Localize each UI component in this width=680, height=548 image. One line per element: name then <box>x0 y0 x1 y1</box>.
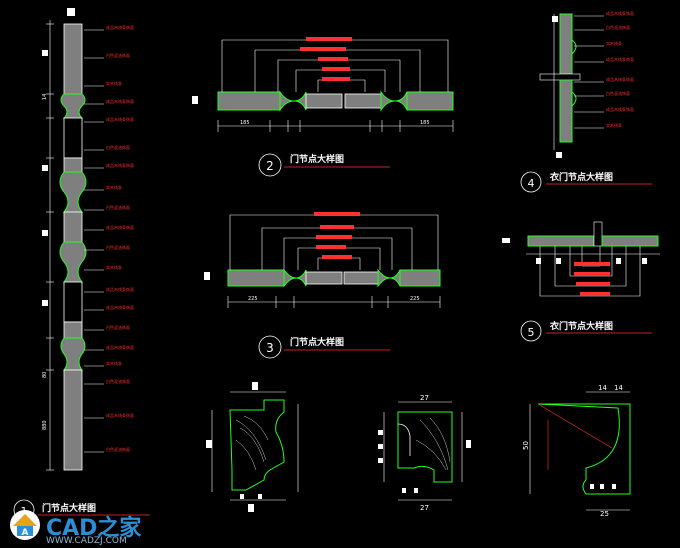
leader-label: 成品木线条饰面 <box>106 412 134 418</box>
detail-1-molding-4 <box>60 337 86 371</box>
detail-2-dim-right: 185 <box>420 120 430 126</box>
detail-3-number: 3 <box>266 341 274 355</box>
watermark-url: WWW.CADZJ.COM <box>46 536 127 546</box>
leader-label: 实木线条 <box>606 122 622 128</box>
detail-1-panel-bottom <box>63 369 83 471</box>
detail-3-section: 225 225 3 门节点大样图 <box>204 212 441 359</box>
leader-label: 成品木线条饰面 <box>106 98 134 104</box>
watermark: A CAD之家 WWW.CADZJ.COM <box>6 506 156 546</box>
leader-label: 成品木线条饰面 <box>106 224 134 230</box>
detail-1-title: 门节点大样图 <box>42 502 96 514</box>
detail-1-dim-mid: 80 <box>42 372 48 378</box>
leader-label: 成品木线条饰面 <box>106 116 134 122</box>
leader-label: 成品木线条饰面 <box>606 10 634 16</box>
profile-b-dim-top: 27 <box>420 394 429 402</box>
leader-label: 白色混油饰面 <box>106 324 130 330</box>
detail-4-leaders: 成品木线条饰面白色混油饰面实木线条成品木线条饰面成品木线条饰面白色混油饰面成品木… <box>574 10 634 129</box>
detail-1-panel-3 <box>63 157 83 173</box>
detail-1-dim-tall: 880 <box>42 420 48 430</box>
detail-3-number-circle <box>258 335 282 359</box>
leader-label: 实木线条 <box>106 360 122 366</box>
detail-5-right-panel <box>601 235 659 247</box>
detail-1-molding-1 <box>60 93 86 119</box>
detail-2-number: 2 <box>266 159 274 173</box>
leader-label: 成品木线条饰面 <box>106 24 134 30</box>
detail-5-left-panel <box>527 235 595 247</box>
detail-1-molding-3 <box>59 241 87 283</box>
profile-c-dim-top-1: 14 <box>598 384 607 392</box>
detail-3-dim-right: 225 <box>410 296 420 302</box>
leader-label: 实木线条 <box>106 80 122 86</box>
profile-b-dim-bottom: 27 <box>420 504 429 512</box>
leader-label: 白色混油饰面 <box>106 244 130 250</box>
detail-2-section: 185 185 2 门节点大样图 <box>192 37 454 177</box>
profile-c-dim-bottom: 25 <box>600 510 609 518</box>
leader-label: 成品木线条饰面 <box>106 286 134 292</box>
leader-label: 白色混油饰面 <box>106 144 130 150</box>
detail-5-section: 5 衣门节点大样图 <box>502 221 660 342</box>
leader-label: 实木线条 <box>106 184 122 190</box>
cad-house-logo-icon: A <box>10 510 40 540</box>
profile-section-b: 27 27 <box>378 394 471 512</box>
profile-c-outline <box>537 403 631 495</box>
detail-1-dim-small: 14 <box>42 94 48 100</box>
leader-label: 白色混油饰面 <box>106 378 130 384</box>
detail-3-dim-left: 225 <box>248 296 258 302</box>
detail-3-center-right <box>343 271 379 285</box>
detail-1-panel-2 <box>63 117 83 159</box>
detail-4-number: 4 <box>528 177 535 190</box>
detail-2-number-circle <box>258 153 282 177</box>
detail-2-left-panel <box>217 91 281 111</box>
detail-3-left-molding <box>283 268 307 288</box>
detail-3-left-panel <box>227 269 285 287</box>
leader-label: 成品木线条饰面 <box>106 344 134 350</box>
leader-label: 白色混油饰面 <box>106 204 130 210</box>
profile-section-c: 14 14 50 25 <box>522 384 631 518</box>
detail-1-panel-5 <box>63 281 83 323</box>
detail-4-number-circle <box>520 171 542 193</box>
detail-3-right-panel <box>399 269 441 287</box>
leader-label: 白色混油饰面 <box>106 52 130 58</box>
detail-3-title: 门节点大样图 <box>290 336 344 348</box>
detail-4-bottom-panel <box>559 79 573 143</box>
watermark-brand: CAD之家 <box>46 516 142 541</box>
detail-2-left-molding <box>279 90 307 112</box>
leader-label: 白色混油饰面 <box>106 446 130 452</box>
leader-label: 白色混油饰面 <box>606 90 630 96</box>
profile-section-a <box>206 382 299 512</box>
leader-label: 成品木线条饰面 <box>606 56 634 62</box>
detail-1-panel-6 <box>63 321 83 339</box>
detail-1-panel-4 <box>63 211 83 243</box>
detail-2-dim-left: 185 <box>240 120 250 126</box>
detail-3-right-molding <box>377 268 401 288</box>
detail-4-section: 成品木线条饰面白色混油饰面实木线条成品木线条饰面成品木线条饰面白色混油饰面成品木… <box>520 10 652 193</box>
detail-1-molding-2 <box>59 171 87 213</box>
detail-3-center-left <box>305 271 343 285</box>
detail-2-center-left <box>305 93 343 109</box>
detail-2-right-molding <box>380 90 408 112</box>
detail-1-elevation: 880 80 14 成品木线条饰面白色混油饰面实木线条成品木线条饰面成品木线条饰… <box>42 8 134 471</box>
detail-2-right-panel <box>406 91 454 111</box>
leader-label: 实木线条 <box>106 264 122 270</box>
detail-5-number: 5 <box>528 326 535 339</box>
profile-c-dim-top-2: 14 <box>614 384 623 392</box>
leader-label: 成品木线条饰面 <box>606 106 634 112</box>
leader-label: 成品木线条饰面 <box>106 304 134 310</box>
detail-1-panel-top <box>63 23 83 95</box>
profile-c-dim-height: 50 <box>522 441 530 450</box>
detail-5-number-circle <box>520 320 542 342</box>
leader-label: 实木线条 <box>606 40 622 46</box>
detail-2-center-right <box>344 93 382 109</box>
detail-1-leaders: 成品木线条饰面白色混油饰面实木线条成品木线条饰面成品木线条饰面白色混油饰面成品木… <box>84 24 134 453</box>
leader-label: 成品木线条饰面 <box>606 76 634 82</box>
leader-label: 成品木线条饰面 <box>106 162 134 168</box>
leader-label: 白色混油饰面 <box>606 24 630 30</box>
profile-b-outline <box>397 411 453 483</box>
svg-text:A: A <box>22 528 29 538</box>
detail-4-top-panel <box>559 13 573 75</box>
detail-4-title: 衣门节点大样图 <box>550 171 613 183</box>
detail-2-title: 门节点大样图 <box>290 153 344 165</box>
detail-5-title: 衣门节点大样图 <box>550 320 613 332</box>
